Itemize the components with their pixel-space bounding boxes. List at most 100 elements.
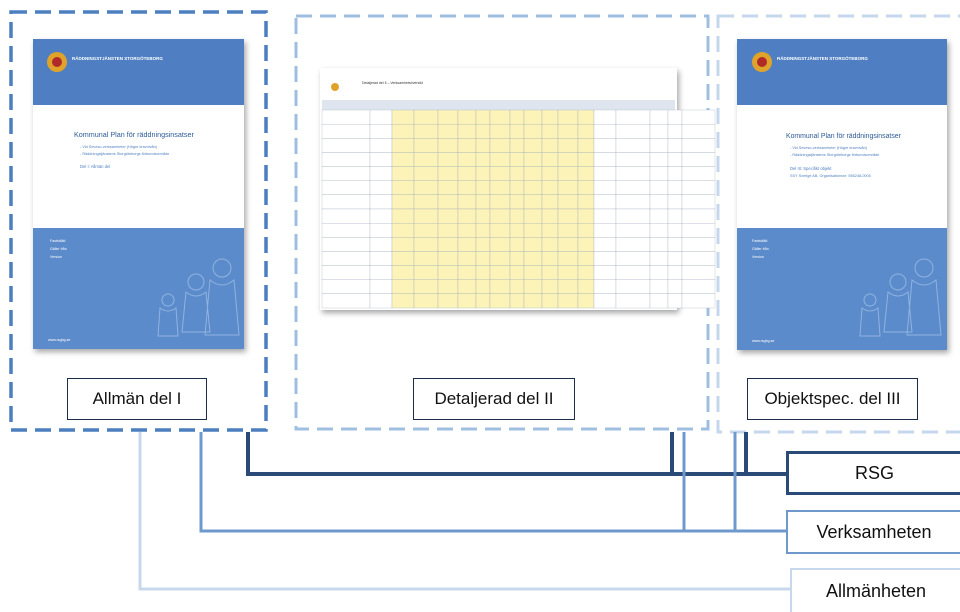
- table-cell: [649, 123, 669, 139]
- table-cell: [413, 208, 439, 224]
- table-cell: [523, 208, 543, 224]
- table-cell: [523, 138, 543, 153]
- table-cell: [321, 208, 371, 224]
- table-cell: [541, 293, 559, 309]
- table-cell: [437, 222, 459, 238]
- table-cell: [557, 194, 579, 210]
- table-cell: [413, 222, 439, 238]
- table-cell: [523, 123, 543, 139]
- table-cell: [369, 123, 393, 139]
- table-cell: [667, 123, 683, 139]
- audience-rsg: RSG: [786, 451, 960, 495]
- table-cell: [593, 194, 617, 210]
- table-cell: [437, 265, 459, 280]
- cover-3-meta-3: Version: [752, 255, 764, 259]
- table-cell: [681, 279, 716, 295]
- table-cell: [475, 194, 491, 210]
- table-cell: [509, 152, 525, 167]
- table-cell: [509, 208, 525, 224]
- table-cell: [457, 166, 477, 181]
- connector-rsg: [246, 432, 786, 476]
- table-cell: [557, 279, 579, 295]
- table-cell: [541, 265, 559, 280]
- table-cell: [509, 194, 525, 210]
- table-cell: [457, 251, 477, 266]
- table-cell: [667, 166, 683, 181]
- table-cell: [593, 293, 617, 309]
- table-cell: [489, 138, 511, 153]
- table-cell: [667, 138, 683, 153]
- table-cell: [489, 251, 511, 266]
- table-cell: [475, 180, 491, 196]
- table-cell: [437, 251, 459, 266]
- cover-1-part: Del I: Allmän del: [80, 164, 110, 169]
- table-header-row: [322, 100, 675, 110]
- table-cell: [667, 222, 683, 238]
- logo-emblem-3: [752, 52, 772, 72]
- table-cell: [437, 123, 459, 139]
- table-cell: [321, 222, 371, 238]
- table-cell: [523, 166, 543, 181]
- table-cell: [369, 293, 393, 309]
- table-cell: [457, 293, 477, 309]
- table-cell: [667, 152, 683, 167]
- table-cell: [593, 208, 617, 224]
- table-cell: [391, 237, 415, 252]
- table-cell: [523, 237, 543, 252]
- table-cell: [593, 237, 617, 252]
- table-cell: [457, 208, 477, 224]
- table-cell: [667, 180, 683, 196]
- table-cell: [557, 237, 579, 252]
- table-cell: [577, 180, 595, 196]
- table-cell: [681, 265, 716, 280]
- table-cell: [615, 180, 651, 196]
- table-cell: [321, 138, 371, 153]
- table-cell: [475, 237, 491, 252]
- table-cell: [593, 180, 617, 196]
- table-cell: [509, 180, 525, 196]
- table-cell: [413, 265, 439, 280]
- table-cell: [577, 109, 595, 125]
- table-cell: [321, 109, 371, 125]
- table-cell: [615, 279, 651, 295]
- table-cell: [557, 138, 579, 153]
- table-cell: [667, 293, 683, 309]
- table-cell: [509, 109, 525, 125]
- table-cell: [649, 237, 669, 252]
- table-cell: [593, 279, 617, 295]
- table-cell: [649, 265, 669, 280]
- table-cell: [369, 109, 393, 125]
- table-cell: [509, 138, 525, 153]
- table-cell: [457, 265, 477, 280]
- table-cell: [475, 222, 491, 238]
- cover-3-meta-1: Fastställd: [752, 239, 767, 243]
- table-cell: [681, 123, 716, 139]
- table-cell: [541, 109, 559, 125]
- table-cell: [615, 194, 651, 210]
- table-cell: [593, 152, 617, 167]
- connector-allmanheten: [138, 432, 790, 591]
- cover-1-meta-3: Version: [50, 255, 62, 259]
- label-part-1: Allmän del I: [67, 378, 207, 420]
- table-cell: [615, 109, 651, 125]
- table-cell: [509, 251, 525, 266]
- table-cell: [557, 208, 579, 224]
- table-cell: [577, 152, 595, 167]
- table-cell: [321, 152, 371, 167]
- table-cell: [523, 265, 543, 280]
- table-cell: [681, 166, 716, 181]
- cover-part-3: [737, 39, 947, 350]
- cover-1-meta-1: Fastställd: [50, 239, 65, 243]
- table-cell: [681, 109, 716, 125]
- table-cell: [489, 208, 511, 224]
- table-cell: [541, 152, 559, 167]
- cover-1-title: Kommunal Plan för räddningsinsatser: [74, 130, 194, 139]
- table-cell: [321, 251, 371, 266]
- table-cell: [681, 208, 716, 224]
- table-cell: [321, 279, 371, 295]
- table-cell: [615, 166, 651, 181]
- table-cell: [489, 123, 511, 139]
- table-cell: [681, 293, 716, 309]
- table-cell: [369, 265, 393, 280]
- table-cell: [615, 138, 651, 153]
